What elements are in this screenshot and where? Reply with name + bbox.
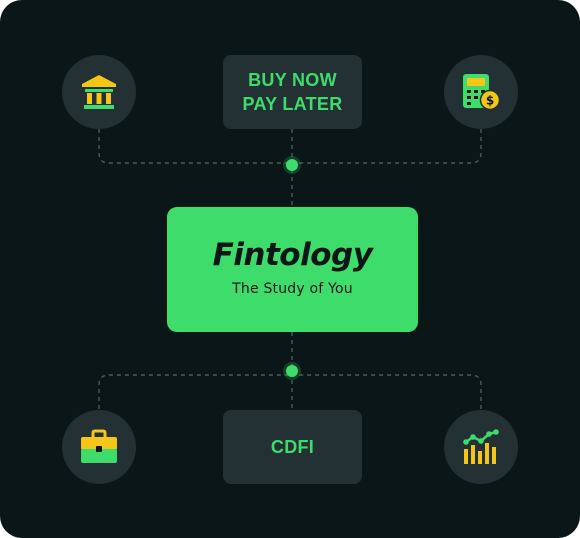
junction-dot-bottom <box>286 365 298 377</box>
svg-text:$: $ <box>486 94 494 108</box>
bar-chart-icon <box>463 429 499 464</box>
connector-top-left <box>98 129 292 164</box>
briefcase-node <box>62 410 136 484</box>
bank-node <box>62 55 136 129</box>
connector-top-right <box>292 129 482 164</box>
junction-dot-top <box>286 159 298 171</box>
pay-later-label: PAY LATER <box>242 94 343 114</box>
payment-terminal-node: $ <box>444 55 518 129</box>
briefcase-icon <box>81 429 117 463</box>
brand-title: Fintology <box>212 236 373 273</box>
analytics-node <box>444 410 518 484</box>
connector-bottom-left <box>98 374 292 409</box>
payment-terminal-icon: $ <box>463 74 501 111</box>
cdfi-node: CDFI <box>223 410 362 484</box>
cdfi-label: CDFI <box>270 437 315 457</box>
bank-icon <box>82 75 116 109</box>
fintology-card: Fintology The Study of You <box>167 207 418 332</box>
buy-now-label: BUY NOW <box>248 70 337 90</box>
brand-tagline: The Study of You <box>232 280 353 297</box>
connector-bottom-right <box>292 374 482 409</box>
buy-now-pay-later-node: BUY NOW PAY LATER <box>223 55 362 129</box>
